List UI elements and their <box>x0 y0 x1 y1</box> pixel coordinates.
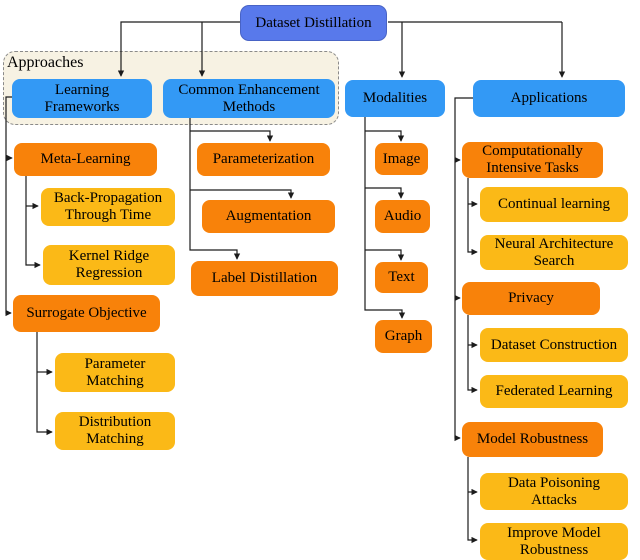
node-improve-model-robustness: Improve Model Robustness <box>480 523 628 560</box>
node-kernel-ridge-regression: Kernel Ridge Regression <box>43 245 175 285</box>
node-augmentation: Augmentation <box>202 200 335 233</box>
node-modalities: Modalities <box>345 80 445 117</box>
node-surrogate-objective: Surrogate Objective <box>13 295 160 332</box>
node-learning-frameworks: Learning Frameworks <box>12 79 152 118</box>
connector-line <box>467 457 478 544</box>
connector-line <box>467 315 478 394</box>
node-continual-learning: Continual learning <box>480 187 628 222</box>
node-dataset-construction: Dataset Construction <box>480 328 628 362</box>
connector-line <box>190 130 274 142</box>
node-applications: Applications <box>473 80 625 117</box>
node-distribution-matching: Distribution Matching <box>55 412 175 450</box>
connector-line <box>364 117 406 319</box>
node-parameter-matching: Parameter Matching <box>55 353 175 392</box>
node-label-distillation: Label Distillation <box>191 261 338 296</box>
connector-line <box>36 332 53 436</box>
connector-line <box>365 187 405 199</box>
connector-line <box>467 178 478 256</box>
node-model-robustness: Model Robustness <box>462 422 603 457</box>
connector-line <box>454 97 473 442</box>
node-image: Image <box>375 143 428 175</box>
node-dataset-distillation: Dataset Distillation <box>240 5 387 41</box>
node-data-poisoning-attacks: Data Poisoning Attacks <box>480 473 628 510</box>
node-neural-architecture-search: Neural Architecture Search <box>480 235 628 270</box>
node-privacy: Privacy <box>462 282 600 315</box>
node-federated-learning: Federated Learning <box>480 375 628 408</box>
connector-line <box>365 249 405 261</box>
connector-line <box>5 96 12 317</box>
connector-line <box>190 189 295 199</box>
connector-line <box>365 130 405 142</box>
node-text: Text <box>375 262 428 293</box>
connector-line <box>117 21 240 77</box>
node-computationally-intensive-tasks: Computationally Intensive Tasks <box>462 142 603 178</box>
node-back-propagation-through-time: Back-Propagation Through Time <box>41 188 175 226</box>
approaches-group-label: Approaches <box>7 54 84 71</box>
node-graph: Graph <box>375 320 432 353</box>
node-parameterization: Parameterization <box>197 143 330 176</box>
connector-line <box>189 118 241 260</box>
node-meta-learning: Meta-Learning <box>14 143 157 176</box>
node-audio: Audio <box>375 200 430 233</box>
node-common-enhancement-methods: Common Enhancement Methods <box>163 79 335 118</box>
connector-line <box>25 176 41 269</box>
